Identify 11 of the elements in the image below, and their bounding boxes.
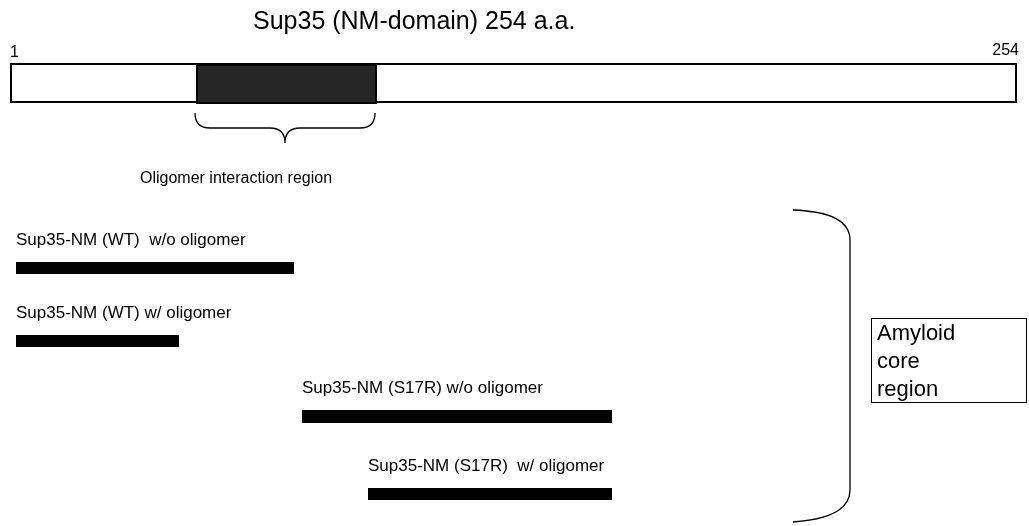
protein-bar [10,63,1017,103]
construct-label: Sup35-NM (WT) w/o oligomer [16,230,246,250]
domain-block [196,64,377,104]
region-box: Amyloid core region [871,318,1027,403]
diagram-title: Sup35 (NM-domain) 254 a.a. [253,5,576,36]
region-label: Oligomer interaction region [140,168,333,188]
residue-number: 254 [992,40,1019,60]
construct-label: Sup35-NM (WT) w/ oligomer [16,303,232,323]
residue-number: 1 [10,42,19,62]
construct-label: Sup35-NM (S17R) w/o oligomer [302,378,543,398]
construct-label: Sup35-NM (S17R) w/ oligomer [368,456,605,476]
